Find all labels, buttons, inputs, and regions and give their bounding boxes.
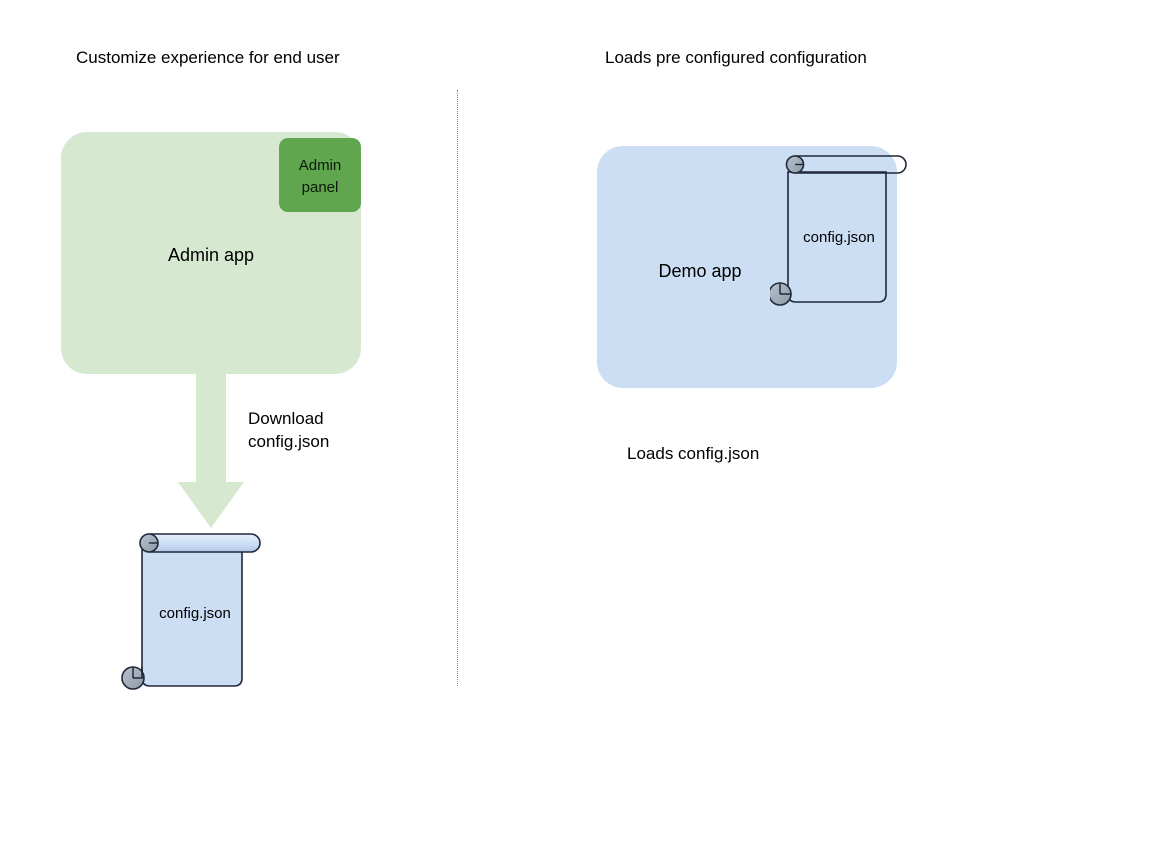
right-column-heading: Loads pre configured configuration bbox=[605, 48, 867, 67]
demo-app-container bbox=[597, 146, 897, 388]
download-arrow-label-line2: config.json bbox=[248, 431, 330, 451]
admin-panel-label-line1: Admin bbox=[298, 157, 342, 174]
download-arrow-label-line1: Download bbox=[248, 409, 324, 428]
document-top-roll-right bbox=[787, 155, 907, 174]
config-json-label-right: config.json bbox=[803, 229, 875, 246]
column-divider bbox=[457, 90, 458, 686]
document-bottom-curl-lines-right bbox=[779, 283, 791, 295]
config-json-document-right-icon[interactable] bbox=[770, 150, 914, 310]
download-arrow-label: Download config.json bbox=[248, 408, 329, 453]
config-json-label-left: config.json bbox=[159, 605, 231, 622]
download-arrow-icon bbox=[178, 370, 244, 528]
left-column-heading: Customize experience for end user bbox=[76, 48, 340, 67]
config-json-document-left-icon[interactable] bbox=[118, 526, 270, 690]
document-top-roll-left bbox=[141, 533, 261, 553]
admin-panel-button[interactable] bbox=[279, 138, 361, 212]
loads-config-caption: Loads config.json bbox=[627, 444, 760, 463]
admin-panel-label-line2: panel bbox=[301, 178, 339, 196]
admin-panel-label: Admin panel bbox=[279, 155, 361, 199]
admin-app-label: Admin app bbox=[167, 245, 255, 265]
demo-app-label: Demo app bbox=[658, 261, 742, 281]
